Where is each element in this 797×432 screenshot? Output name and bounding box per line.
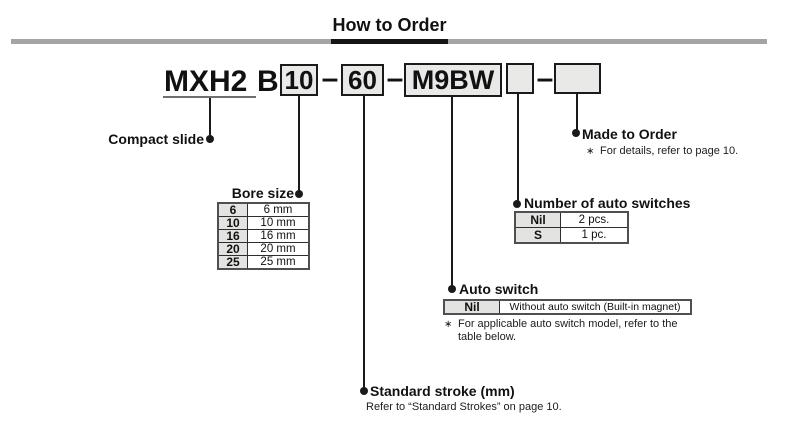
switch-qty-desc-cell: 1 pc. — [560, 227, 629, 244]
made-to-order-note-line: ∗ For details, refer to page 10. — [586, 145, 738, 158]
table-row: Nil Without auto switch (Built-in magnet… — [443, 299, 692, 315]
bore-size-code-box: 10 — [280, 64, 318, 96]
leader-dot-made-to-order — [572, 129, 580, 137]
leader-dot-switch-qty — [513, 200, 521, 208]
model-series-text: MXH2 — [164, 65, 248, 98]
model-mounting-text: B — [257, 65, 279, 98]
stroke-code-box: 60 — [341, 64, 384, 96]
asterisk-icon: ∗ — [444, 319, 453, 330]
table-row: S 1 pc. — [514, 227, 629, 244]
leader-line-bore-size — [298, 96, 300, 192]
standard-stroke-note: Refer to “Standard Strokes” on page 10. — [366, 401, 562, 413]
leader-dot-bore-size — [295, 190, 303, 198]
model-separator-dash: – — [386, 62, 404, 95]
auto-switch-code-cell: Nil — [443, 299, 500, 315]
table-row: Nil 2 pcs. — [514, 211, 629, 228]
made-to-order-note-text: For details, refer to page 10. — [600, 145, 739, 157]
bore-code-cell: 10 — [217, 216, 248, 230]
asterisk-icon: ∗ — [586, 146, 595, 157]
bore-desc-cell: 16 mm — [247, 229, 310, 243]
table-row: 25 25 mm — [217, 255, 310, 270]
bore-code-cell: 20 — [217, 242, 248, 256]
bore-desc-cell: 20 mm — [247, 242, 310, 256]
switch-qty-code-cell: Nil — [514, 211, 561, 228]
bore-size-label: Bore size — [231, 185, 294, 201]
switch-qty-table: Nil 2 pcs. S 1 pc. — [514, 211, 629, 244]
leader-line-switch-qty — [517, 94, 519, 201]
bore-code-cell: 16 — [217, 229, 248, 243]
model-separator-dash: – — [321, 62, 339, 95]
auto-switch-note: ∗ For applicable auto switch model, refe… — [444, 318, 678, 344]
auto-switch-note-line1: ∗ For applicable auto switch model, refe… — [444, 318, 678, 331]
leader-line-standard-stroke — [363, 96, 365, 388]
leader-dot-auto-switch — [448, 285, 456, 293]
auto-switch-label: Auto switch — [459, 281, 539, 297]
auto-switch-table: Nil Without auto switch (Built-in magnet… — [443, 299, 692, 315]
bore-desc-cell: 25 mm — [247, 255, 310, 270]
bore-code-cell: 25 — [217, 255, 248, 270]
title-underline — [331, 39, 448, 44]
bore-code-cell: 6 — [217, 202, 248, 217]
bore-size-table: 6 6 mm 10 10 mm 16 16 mm 20 20 mm 25 25 … — [217, 202, 310, 270]
leader-dot-compact-slide — [206, 135, 214, 143]
bore-desc-cell: 6 mm — [247, 202, 310, 217]
auto-switch-desc-cell: Without auto switch (Built-in magnet) — [499, 299, 692, 315]
compact-slide-label: Compact slide — [108, 131, 204, 147]
page-title: How to Order — [332, 15, 447, 35]
switch-qty-label: Number of auto switches — [524, 195, 691, 211]
made-to-order-label: Made to Order — [582, 126, 677, 142]
switch-qty-code-box — [506, 63, 534, 94]
auto-switch-code-box: M9BW — [404, 63, 502, 97]
auto-switch-note-line2: table below. — [458, 331, 517, 343]
auto-switch-note-text1: For applicable auto switch model, refer … — [458, 318, 678, 330]
leader-dot-standard-stroke — [360, 387, 368, 395]
switch-qty-desc-cell: 2 pcs. — [560, 211, 629, 228]
leader-line-compact-slide — [209, 98, 211, 136]
table-row: 20 20 mm — [217, 242, 310, 256]
standard-stroke-label: Standard stroke (mm) — [370, 383, 515, 399]
made-to-order-code-box — [554, 63, 601, 94]
table-row: 6 6 mm — [217, 202, 310, 217]
model-separator-dash: – — [536, 62, 554, 95]
table-row: 16 16 mm — [217, 229, 310, 243]
switch-qty-code-cell: S — [514, 227, 561, 244]
leader-line-made-to-order — [576, 94, 578, 130]
leader-line-auto-switch — [451, 97, 453, 286]
model-series-underline — [163, 96, 256, 98]
table-row: 10 10 mm — [217, 216, 310, 230]
bore-desc-cell: 10 mm — [247, 216, 310, 230]
made-to-order-note: ∗ For details, refer to page 10. — [586, 145, 738, 158]
